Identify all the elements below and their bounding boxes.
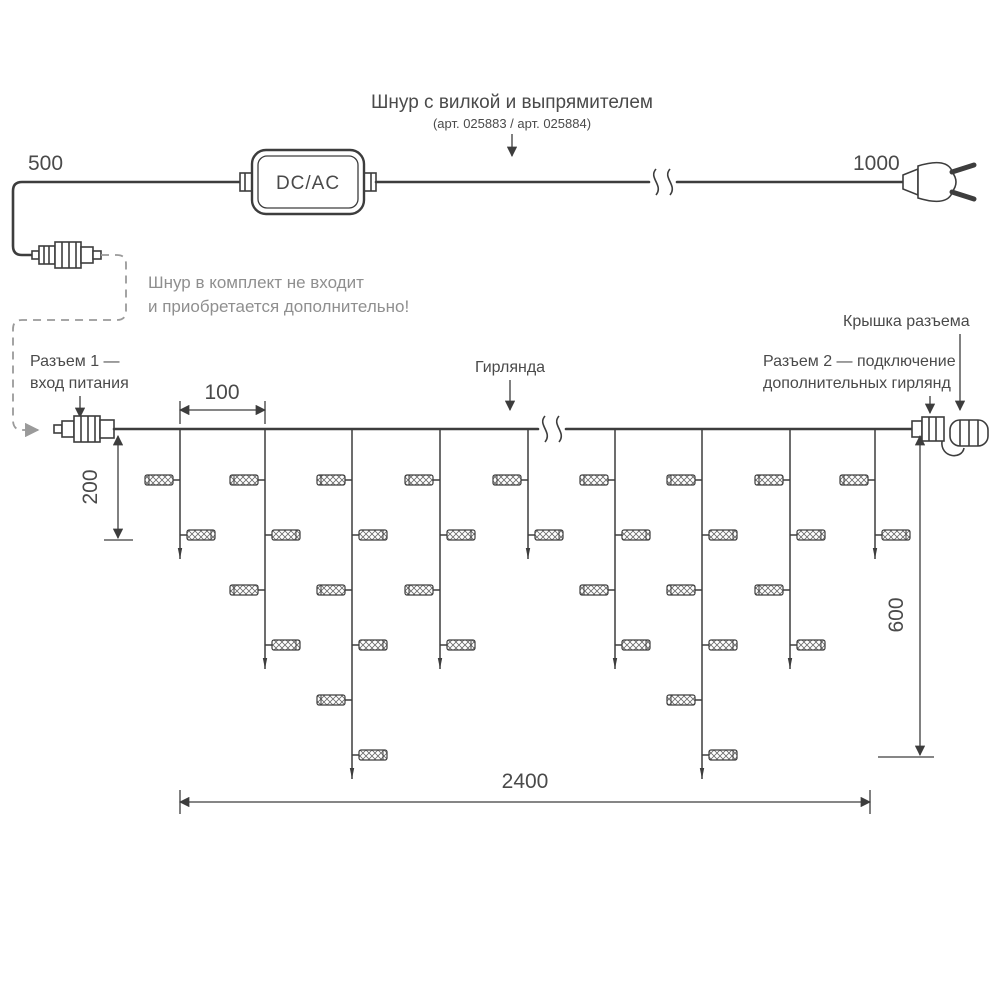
garland-drop [492, 429, 564, 559]
dim-1000-label: 1000 [853, 152, 900, 175]
led-bulb [881, 529, 911, 541]
cord-left-cable [11, 180, 242, 257]
dim-100-label: 100 [204, 381, 239, 404]
connector2-label-line2: дополнительных гирлянд [763, 375, 951, 392]
led-bulb [796, 529, 826, 541]
led-bulb [708, 639, 738, 651]
led-bulb [534, 529, 564, 541]
led-bulb [358, 639, 388, 651]
dcac-converter: DC/AC [239, 148, 377, 216]
led-bulb [666, 474, 696, 486]
cord-break-symbol [652, 168, 674, 196]
led-bulb [446, 639, 476, 651]
garland-drop [316, 429, 388, 779]
led-bulb [316, 474, 346, 486]
led-bulb [579, 584, 609, 596]
led-bulb [229, 584, 259, 596]
garland-break-symbol [541, 415, 563, 443]
cap-label: Крышка разъема [843, 313, 970, 330]
led-bulb [316, 584, 346, 596]
garland-drop [754, 429, 826, 669]
led-bulb [708, 749, 738, 761]
garland-drops [144, 429, 911, 779]
led-bulb [404, 474, 434, 486]
garland-drop [579, 429, 651, 669]
led-bulb [316, 694, 346, 706]
dashed-cord-route [12, 254, 127, 438]
led-bulb [754, 584, 784, 596]
led-bulb [708, 529, 738, 541]
led-bulb [492, 474, 522, 486]
cord-title: Шнур с вилкой и выпрямителем [371, 92, 653, 113]
garland-drop [666, 429, 738, 779]
dim-2400-label: 2400 [502, 770, 549, 793]
led-bulb [796, 639, 826, 651]
cord-note-line1: Шнур в комплект не входит [148, 273, 364, 292]
cord-note-line2: и приобретается дополнительно! [148, 297, 409, 316]
dim-200-label: 200 [79, 469, 102, 504]
led-bulb [144, 474, 174, 486]
led-bulb [404, 584, 434, 596]
led-bulb [271, 639, 301, 651]
led-bulb [358, 529, 388, 541]
dcac-label: DC/AC [276, 173, 340, 194]
dim-200: 200 [79, 434, 133, 541]
garland-drop [229, 429, 301, 669]
dim-600: 600 [878, 434, 934, 758]
led-bulb [754, 474, 784, 486]
power-plug [902, 161, 977, 203]
led-bulb [839, 474, 869, 486]
led-bulb [666, 694, 696, 706]
led-bulb [229, 474, 259, 486]
led-bulb [579, 474, 609, 486]
led-bulb [186, 529, 216, 541]
led-bulb [621, 639, 651, 651]
led-bulb [358, 749, 388, 761]
dim-600-label: 600 [885, 597, 908, 632]
garland-connector-2 [911, 416, 945, 442]
led-bulb [621, 529, 651, 541]
connector2-label-line1: Разъем 2 — подключение [763, 353, 956, 370]
dim-500-label: 500 [28, 152, 63, 175]
connector-cap [941, 419, 989, 457]
dim-2400: 2400 [178, 770, 872, 814]
garland-drop [144, 429, 216, 559]
garland-drop [404, 429, 476, 669]
connector1-label-line2: вход питания [30, 375, 129, 392]
garland-connector-1 [53, 415, 115, 443]
dim-100: 100 [178, 381, 267, 424]
garland-drop [839, 429, 911, 559]
led-bulb [666, 584, 696, 596]
cord-subtitle: (арт. 025883 / арт. 025884) [433, 116, 591, 131]
led-bulb [446, 529, 476, 541]
garland-label: Гирлянда [475, 359, 545, 376]
connector1-label-line1: Разъем 1 — [30, 353, 120, 370]
led-bulb [271, 529, 301, 541]
cord-connector [31, 241, 102, 269]
